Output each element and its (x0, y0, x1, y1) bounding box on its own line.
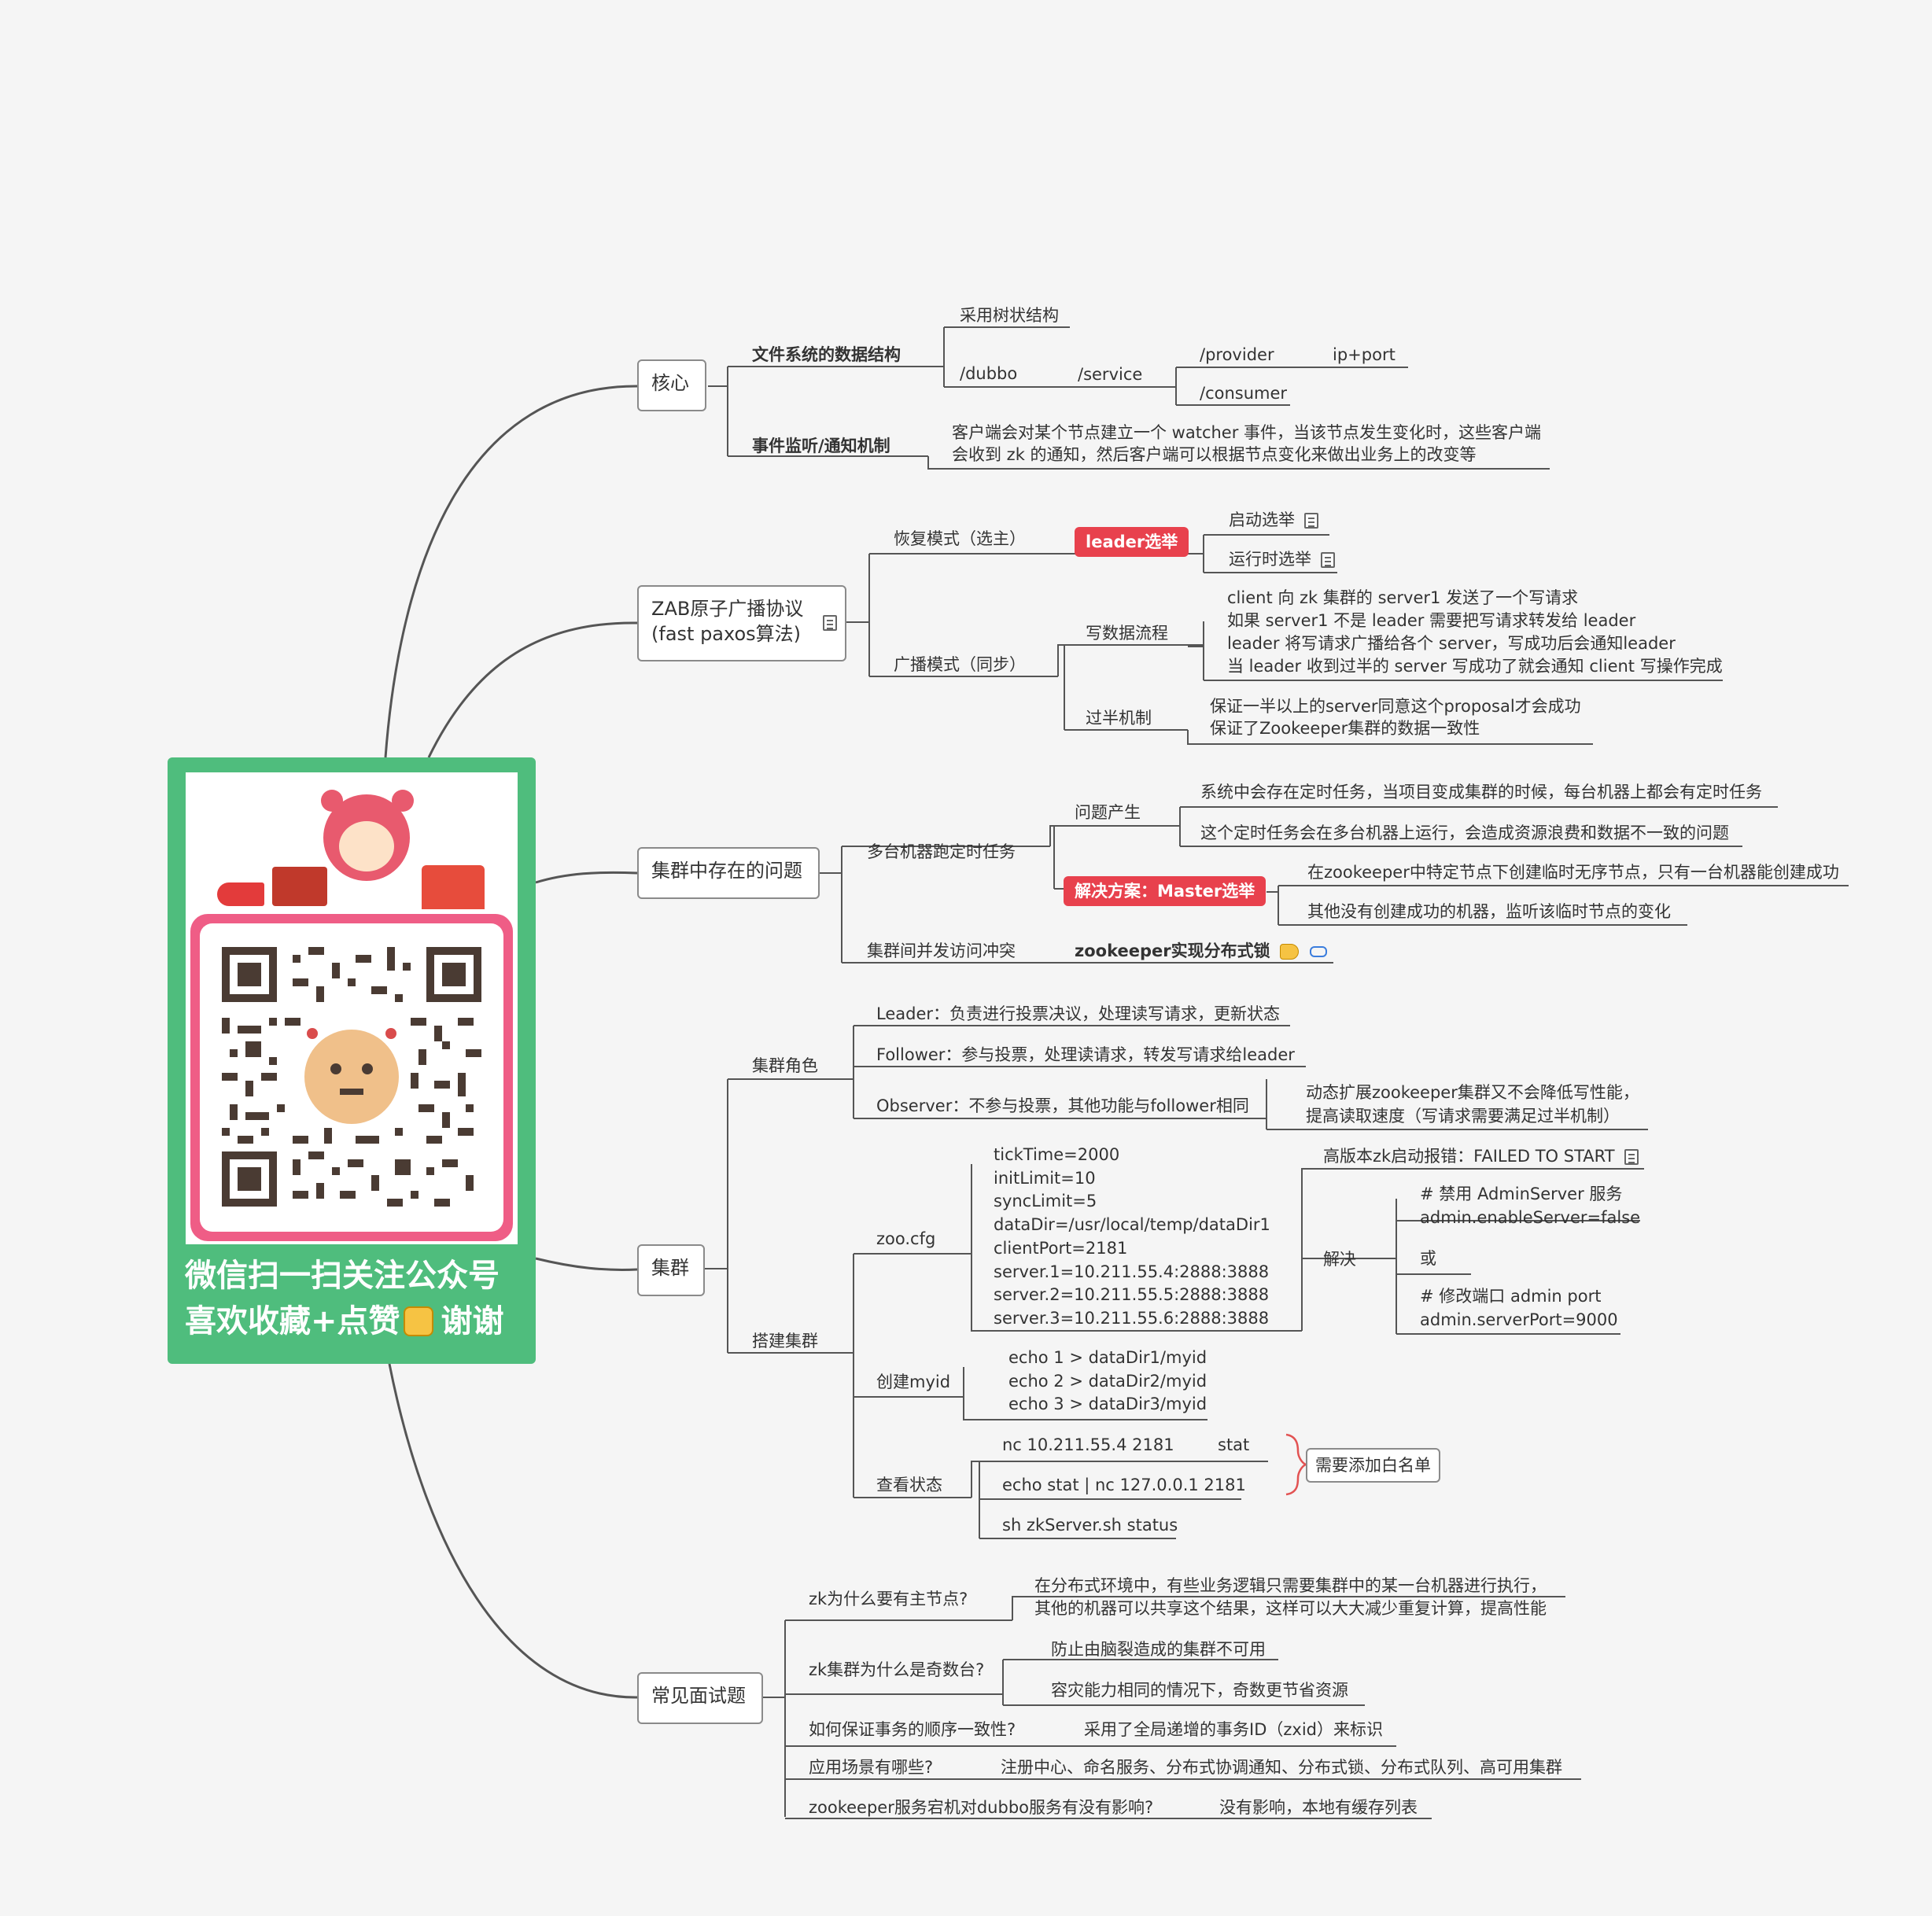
solution-2[interactable]: 其他没有创建成功的机器，监听该临时节点的变化 (1307, 902, 1671, 921)
whitelist-summary[interactable]: 需要添加白名单 (1306, 1448, 1440, 1483)
zoo-cfg[interactable]: zoo.cfg (876, 1229, 936, 1248)
node-dubbo[interactable]: /dubbo (960, 364, 1018, 383)
topic-cluster-issues[interactable]: 集群中存在的问题 (637, 847, 820, 899)
qr-caption-line1: 微信扫一扫关注公众号 (185, 1258, 500, 1294)
runtime-election-label: 运行时选举 (1229, 550, 1311, 569)
or-label[interactable]: 或 (1420, 1249, 1436, 1268)
topic-core[interactable]: 核心 (637, 359, 706, 411)
answer-4[interactable]: 注册中心、命名服务、分布式协调通知、分布式锁、分布式队列、高可用集群 (1001, 1758, 1562, 1777)
qr-code-image (222, 947, 481, 1207)
solution-1[interactable]: 在zookeeper中特定节点下创建临时无序节点，只有一台机器能创建成功 (1307, 863, 1839, 882)
nc-command[interactable]: nc 10.211.55.4 2181 (1002, 1435, 1174, 1454)
startup-election-label: 启动选举 (1229, 510, 1295, 529)
answer-2b[interactable]: 容灾能力相同的情况下，奇数更节省资源 (1051, 1681, 1348, 1700)
solution-disable-admin[interactable]: # 禁用 AdminServer 服务 admin.enableServer=f… (1420, 1185, 1641, 1227)
distributed-lock[interactable]: zookeeper实现分布式锁 (1075, 939, 1327, 963)
stat-command[interactable]: stat (1218, 1435, 1250, 1454)
node-ipport[interactable]: ip+port (1333, 345, 1396, 364)
qr-caption-like: 喜欢收藏+点赞 (185, 1303, 400, 1339)
start-error-label: 高版本zk启动报错：FAILED TO START (1323, 1147, 1615, 1166)
note-icon[interactable] (1624, 1149, 1639, 1165)
problem-arise[interactable]: 问题产生 (1075, 803, 1141, 822)
event-desc[interactable]: 客户端会对某个节点建立一个 watcher 事件，当该节点发生变化时，这些客户端… (952, 423, 1542, 464)
question-3[interactable]: 如何保证事务的顺序一致性? (809, 1720, 1016, 1739)
shoe-image (217, 882, 264, 906)
qr-caption-line2: 喜欢收藏+点赞 谢谢 (185, 1300, 504, 1343)
question-4[interactable]: 应用场景有哪些? (809, 1758, 934, 1777)
zkserver-status[interactable]: sh zkServer.sh status (1002, 1516, 1178, 1535)
cluster-roles[interactable]: 集群角色 (752, 1056, 818, 1075)
recovery-mode[interactable]: 恢复模式（选主） (894, 529, 1026, 548)
role-follower[interactable]: Follower：参与投票，处理读请求，转发写请求给leader (876, 1045, 1295, 1064)
cosmetics-image (272, 867, 327, 906)
topic-interview[interactable]: 常见面试题 (637, 1672, 763, 1724)
note-icon[interactable] (1304, 513, 1318, 529)
answer-3[interactable]: 采用了全局递增的事务ID（zxid）来标识 (1084, 1720, 1383, 1739)
event-mechanism[interactable]: 事件监听/通知机制 (752, 437, 890, 455)
answer-1[interactable]: 在分布式环境中，有些业务逻辑只需要集群中的某一台机器进行执行， 其他的机器可以共… (1034, 1576, 1547, 1618)
echo-stat-command[interactable]: echo stat | nc 127.0.0.1 2181 (1002, 1476, 1246, 1494)
runtime-election[interactable]: 运行时选举 (1229, 547, 1335, 571)
mascot-ear-left (321, 790, 343, 812)
multi-machine-task[interactable]: 多台机器跑定时任务 (867, 842, 1016, 861)
role-observer[interactable]: Observer：不参与投票，其他功能与follower相同 (876, 1096, 1249, 1115)
topic-zab-label: ZAB原子广播协议 (fast paxos算法) (651, 598, 804, 645)
pointing-hand-icon (1279, 944, 1299, 960)
check-status[interactable]: 查看状态 (876, 1476, 942, 1494)
central-topic-qr-card[interactable]: 微信扫一扫关注公众号 喜欢收藏+点赞 谢谢 (168, 757, 536, 1364)
half-mechanism[interactable]: 过半机制 (1086, 709, 1152, 728)
build-cluster[interactable]: 搭建集群 (752, 1332, 818, 1350)
shop-image (422, 865, 485, 909)
question-5[interactable]: zookeeper服务宕机对dubbo服务有没有影响? (809, 1798, 1154, 1817)
note-icon[interactable] (1321, 552, 1335, 568)
mascot-ear-right (392, 790, 414, 812)
qr-background (200, 923, 503, 1232)
qr-frame (190, 914, 513, 1241)
myid-commands[interactable]: echo 1 > dataDir1/myid echo 2 > dataDir2… (1008, 1348, 1208, 1413)
mascot-face (339, 821, 394, 871)
node-provider[interactable]: /provider (1200, 345, 1274, 364)
concurrent-conflict[interactable]: 集群间并发访问冲突 (867, 941, 1016, 960)
tree-structure[interactable]: 采用树状结构 (960, 306, 1059, 325)
node-service[interactable]: /service (1078, 365, 1143, 384)
write-flow-desc[interactable]: client 向 zk 集群的 server1 发送了一个写请求 如果 serv… (1227, 588, 1723, 676)
problem-2[interactable]: 这个定时任务会在多台机器上运行，会造成资源浪费和数据不一致的问题 (1200, 824, 1729, 842)
distributed-lock-label: zookeeper实现分布式锁 (1075, 941, 1270, 960)
topic-cluster[interactable]: 集群 (637, 1244, 705, 1296)
role-leader[interactable]: Leader：负责进行投票决议，处理读写请求，更新状态 (876, 1004, 1281, 1023)
link-icon[interactable] (1309, 946, 1327, 957)
fs-structure[interactable]: 文件系统的数据结构 (752, 345, 901, 364)
solve[interactable]: 解决 (1323, 1250, 1356, 1269)
master-election-tag[interactable]: 解决方案：Master选举 (1064, 876, 1266, 906)
question-1[interactable]: zk为什么要有主节点? (809, 1590, 968, 1608)
topic-zab[interactable]: ZAB原子广播协议 (fast paxos算法) (637, 585, 846, 661)
qr-panel (186, 772, 518, 1244)
write-flow[interactable]: 写数据流程 (1086, 624, 1168, 643)
half-desc[interactable]: 保证一半以上的server同意这个proposal才会成功 保证了Zookeep… (1210, 697, 1581, 738)
solution-change-port[interactable]: # 修改端口 admin port admin.serverPort=9000 (1420, 1287, 1618, 1329)
thumbs-up-icon (403, 1306, 433, 1336)
question-2[interactable]: zk集群为什么是奇数台? (809, 1660, 985, 1679)
start-error[interactable]: 高版本zk启动报错：FAILED TO START (1323, 1144, 1639, 1168)
create-myid[interactable]: 创建myid (876, 1373, 951, 1391)
zoo-cfg-content[interactable]: tickTime=2000 initLimit=10 syncLimit=5 d… (994, 1145, 1270, 1328)
node-consumer[interactable]: /consumer (1200, 384, 1288, 403)
observer-desc[interactable]: 动态扩展zookeeper集群又不会降低写性能， 提高读取速度（写请求需要满足过… (1306, 1083, 1639, 1126)
broadcast-mode[interactable]: 广播模式（同步） (894, 655, 1026, 674)
problem-1[interactable]: 系统中会存在定时任务，当项目变成集群的时候，每台机器上都会有定时任务 (1200, 783, 1762, 801)
note-icon[interactable] (823, 615, 837, 631)
qr-caption-thanks: 谢谢 (441, 1303, 504, 1339)
leader-election-tag[interactable]: leader选举 (1075, 527, 1189, 557)
answer-2a[interactable]: 防止由脑裂造成的集群不可用 (1051, 1640, 1266, 1659)
startup-election[interactable]: 启动选举 (1229, 508, 1318, 532)
answer-5[interactable]: 没有影响，本地有缓存列表 (1219, 1798, 1418, 1817)
